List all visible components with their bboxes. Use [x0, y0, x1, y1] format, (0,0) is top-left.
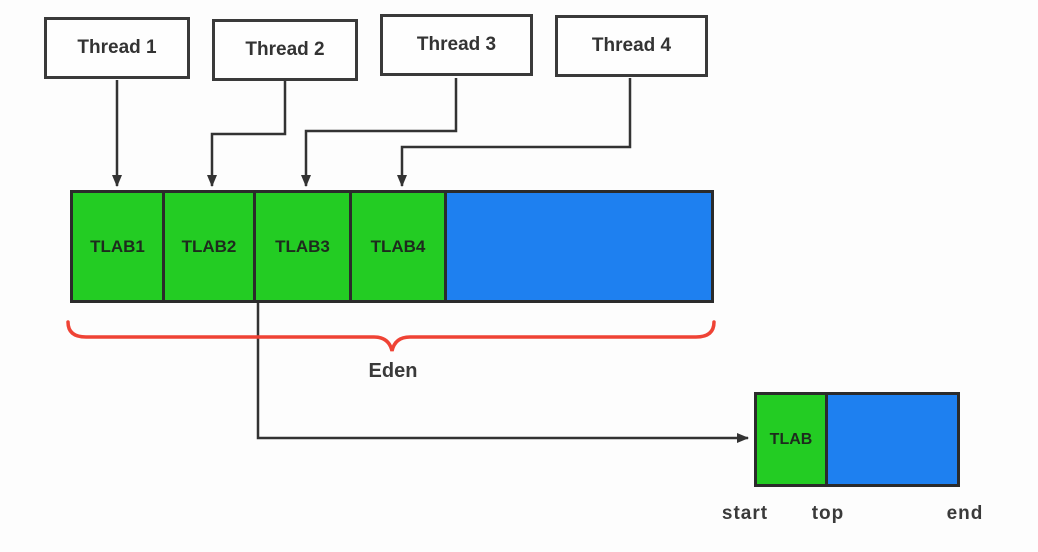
tlab1-segment: TLAB1 — [73, 193, 165, 300]
tlab4-segment: TLAB4 — [352, 193, 447, 300]
thread-3-label: Thread 3 — [416, 34, 497, 55]
thread-4-label: Thread 4 — [591, 35, 672, 56]
tlab3-label: TLAB3 — [275, 236, 330, 256]
end-pointer-label: end — [946, 503, 984, 524]
thread-4-arrow — [397, 78, 632, 187]
tlab-detail-used-segment: TLAB — [757, 395, 828, 484]
tlab-detail-arrow — [256, 303, 749, 443]
tlab-detail-free-segment — [828, 395, 957, 484]
thread-2-label: Thread 2 — [245, 39, 325, 60]
tlab-detail-box: TLAB — [754, 392, 960, 487]
tlab4-label: TLAB4 — [370, 236, 426, 256]
tlab2-label: TLAB2 — [181, 236, 237, 256]
thread-4-box: Thread 4 — [555, 15, 708, 77]
tlab2-segment: TLAB2 — [165, 193, 256, 300]
tlab1-label: TLAB1 — [90, 236, 145, 256]
tlab-detail-label: TLAB — [769, 430, 813, 448]
thread-1-label: Thread 1 — [77, 37, 157, 58]
start-pointer-label: start — [721, 503, 769, 524]
top-pointer-label: top — [811, 503, 845, 524]
eden-label: Eden — [368, 360, 418, 382]
thread-2-box: Thread 2 — [212, 19, 358, 81]
thread-2-arrow — [207, 80, 287, 187]
thread-1-box: Thread 1 — [44, 17, 190, 79]
eden-bar: TLAB1 TLAB2 TLAB3 TLAB4 — [70, 190, 714, 303]
thread-3-box: Thread 3 — [380, 14, 533, 76]
tlab3-segment: TLAB3 — [256, 193, 352, 300]
thread-3-arrow — [301, 78, 458, 187]
eden-free-space-segment — [447, 193, 711, 300]
